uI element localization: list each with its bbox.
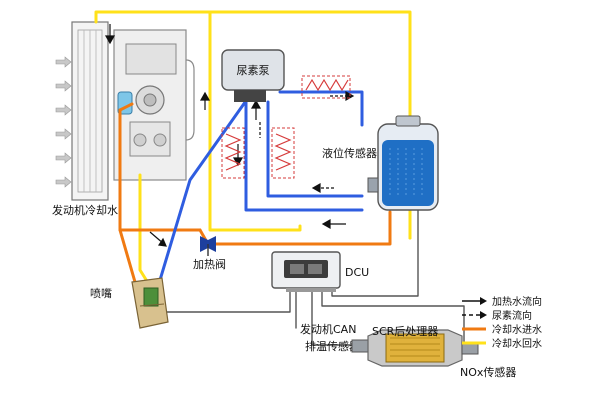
legend-label: 冷却水进水	[492, 323, 542, 336]
heating-valve	[200, 236, 216, 256]
urea-tank	[367, 115, 439, 211]
legend-item-coolant-return: 冷却水回水	[462, 337, 542, 350]
scr-catalyst	[351, 329, 479, 367]
coolant-return-pipe-top	[94, 10, 302, 232]
urea-pump-label: 尿素泵	[237, 64, 270, 77]
urea-flow-arrows	[259, 90, 355, 194]
scr-label: SCR后处理器	[372, 325, 438, 338]
legend-item-urea: 尿素流向	[462, 309, 532, 322]
legend-label: 加热水流向	[492, 295, 542, 308]
engine-coolant-label: 发动机冷却水	[52, 203, 118, 217]
urea-pump: 尿素泵	[221, 49, 285, 102]
pipes	[94, 10, 465, 347]
wire-nox	[321, 289, 465, 347]
level-sensor	[367, 177, 379, 193]
wire-nozzle-dcu	[159, 289, 291, 313]
dcu-label: DCU	[345, 266, 369, 279]
legend: 加热水流向 尿素流向 冷却水进水 冷却水回水	[462, 295, 542, 350]
dcu	[271, 251, 341, 292]
urea-tank-fill	[382, 140, 434, 206]
wire-exhaust-temp	[311, 289, 353, 346]
heating-valve-label: 加热阀	[193, 257, 226, 271]
airflow-arrows	[55, 56, 72, 188]
urea-line-nozzle	[158, 96, 250, 282]
nox-sensor-label: NOx传感器	[460, 366, 516, 379]
urea-line-top	[278, 90, 364, 127]
wire-level-sensor	[331, 209, 419, 297]
nozzle-label: 喷嘴	[90, 287, 112, 300]
legend-label: 冷却水回水	[492, 337, 542, 350]
level-sensor-label: 液位传感器	[322, 146, 377, 160]
legend-item-coolant-in: 冷却水进水	[462, 323, 542, 336]
legend-label: 尿素流向	[492, 309, 532, 322]
urea-line-supply	[266, 100, 364, 198]
engine-can-label: 发动机CAN	[300, 322, 356, 336]
urea-line-return	[244, 94, 364, 212]
engine	[55, 21, 195, 201]
legend-item-heating-water: 加热水流向	[462, 295, 542, 308]
exhaust-temp-sensor-label: 排温传感器	[305, 339, 360, 353]
nozzle	[131, 277, 169, 329]
heat-exchanger-coils	[221, 75, 351, 179]
